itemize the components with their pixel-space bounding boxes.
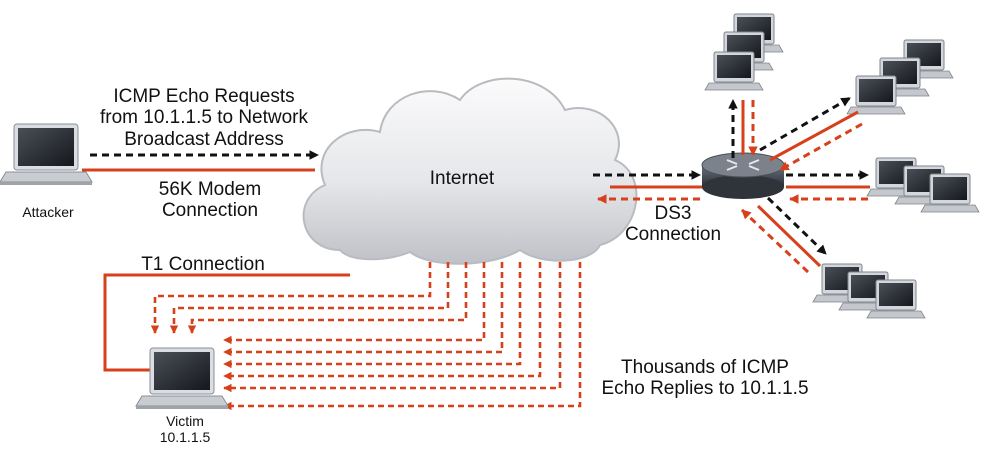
echo-reply-arrow [150, 262, 432, 334]
ds3-label: DS3 Connection [618, 203, 728, 246]
attacker-label: Attacker [22, 204, 74, 220]
echo-reply-arrow [169, 262, 450, 334]
icmp-requests-line-3: Broadcast Address [124, 128, 284, 150]
t1-connection-line [103, 273, 350, 372]
desktop-group-upper-right [846, 39, 954, 115]
victim-laptop-icon [135, 347, 229, 410]
desktop-group-lower-right [812, 263, 926, 319]
ds3-line-2: Connection [624, 224, 722, 246]
internet-label: Internet [429, 168, 495, 189]
desktop-group-top [704, 13, 784, 91]
echo-reply-arrow [187, 262, 468, 334]
router-to-lower-right-request [766, 196, 828, 256]
router-to-upper-right-request [759, 96, 851, 152]
modem-line-2: Connection [161, 200, 259, 222]
echo-replies-line-1: Thousands of ICMP [621, 357, 789, 378]
internet-cloud-icon [302, 77, 638, 265]
echo-reply-arrow [223, 262, 486, 345]
attacker-laptop-icon [0, 123, 93, 186]
echo-reply-arrow [223, 262, 504, 357]
victim-label: Victim 10.1.1.5 [140, 413, 230, 445]
router-icon [701, 152, 785, 199]
icmp-requests-label: ICMP Echo Requests from 10.1.1.5 to Netw… [88, 86, 320, 150]
lower-right-reply-arrow [740, 208, 810, 274]
echo-replies-line-2: Echo Replies to 10.1.1.5 [601, 378, 809, 400]
victim-line-2: 10.1.1.5 [159, 428, 211, 445]
echo-replies-label: Thousands of ICMP Echo Replies to 10.1.1… [585, 357, 825, 400]
modem-label: 56K Modem Connection [130, 179, 290, 222]
router-to-lower-right-line [756, 204, 822, 268]
desktop-group-right [866, 157, 980, 213]
icmp-requests-line-1: ICMP Echo Requests [113, 86, 295, 107]
ds3-line-1: DS3 [654, 203, 692, 224]
router-to-upper-right-line [769, 110, 859, 162]
echo-reply-arrow [223, 262, 562, 393]
modem-line-1: 56K Modem [158, 179, 262, 200]
upper-right-reply-arrow [779, 122, 863, 172]
echo-replies [150, 262, 582, 411]
echo-reply-arrow [223, 262, 522, 369]
victim-line-1: Victim [166, 413, 204, 429]
echo-reply-arrow [223, 262, 542, 381]
echo-reply-arrow [223, 262, 582, 411]
icmp-requests-line-2: from 10.1.1.5 to Network [99, 107, 309, 129]
t1-connection-label: T1 Connection [141, 254, 265, 275]
